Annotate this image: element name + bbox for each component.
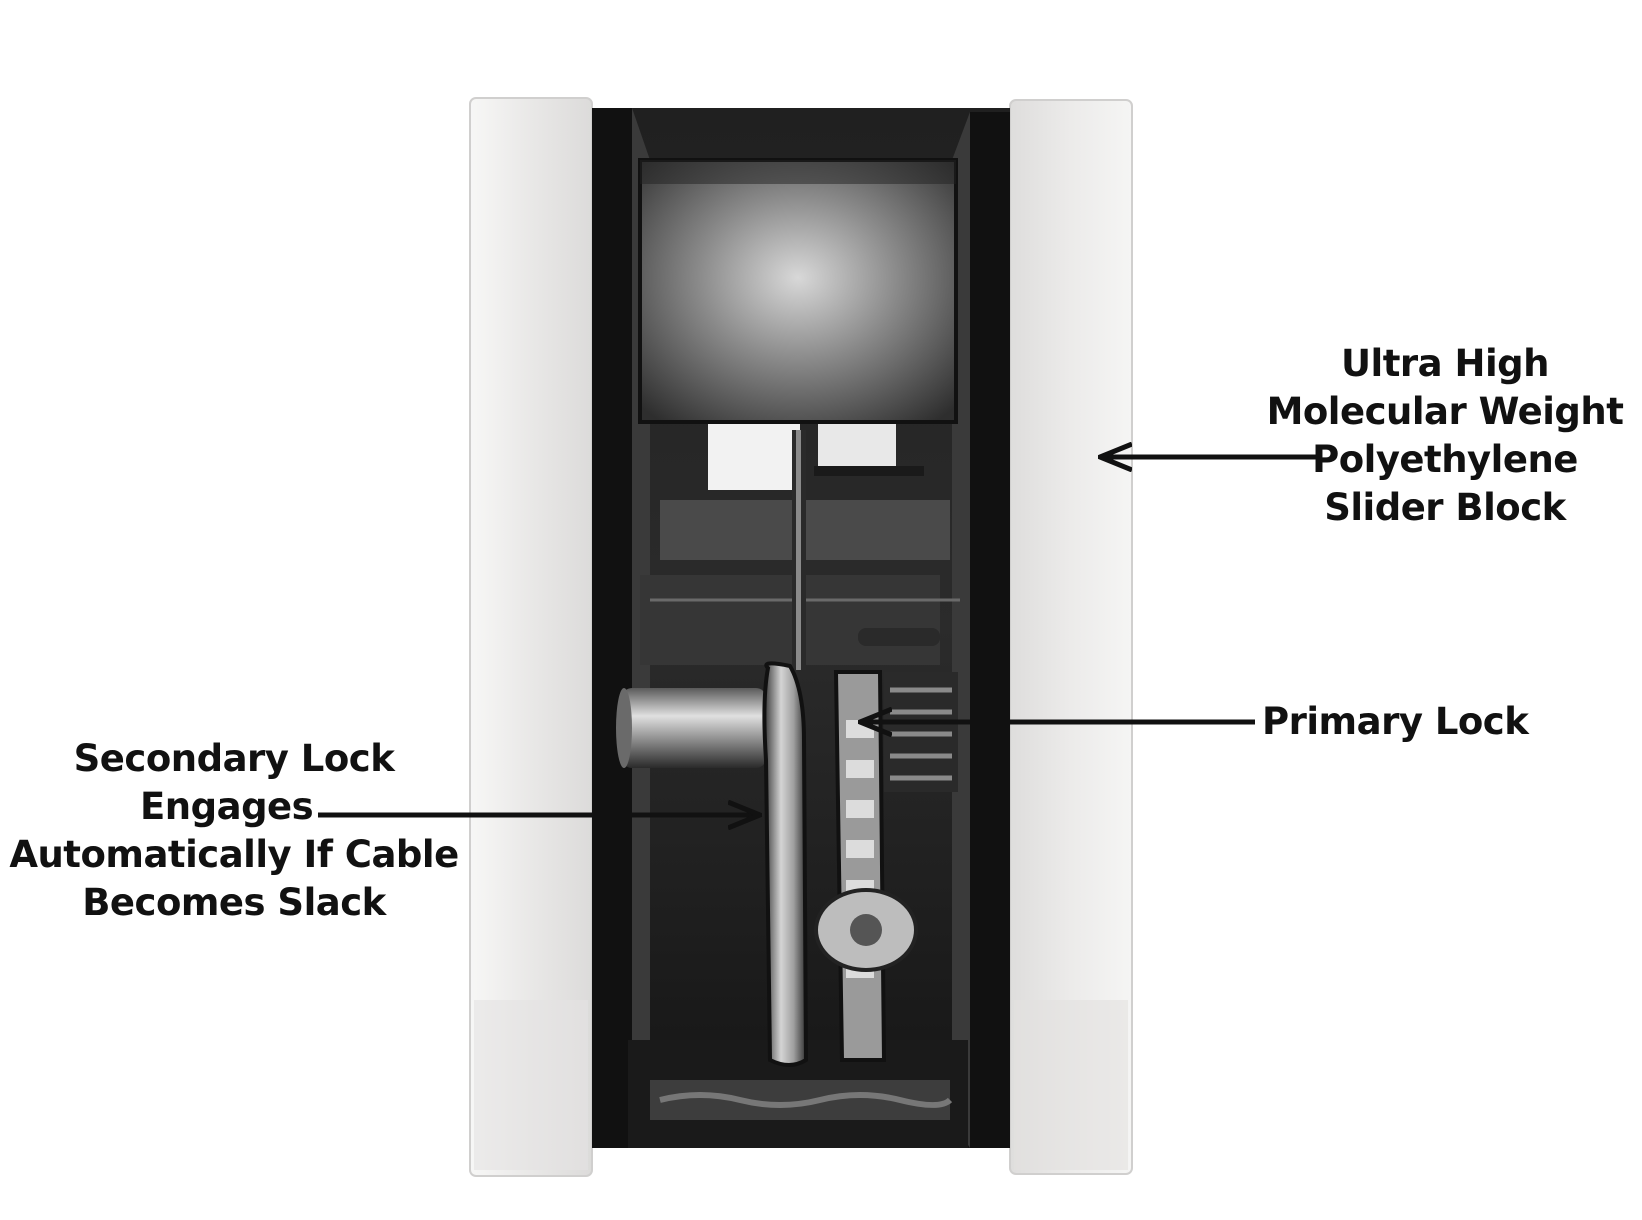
primary-lock-label: Primary Lock <box>1262 698 1562 746</box>
secondary-lock-pawl <box>762 661 809 1067</box>
secondary-lock-label: Secondary Lock Engages Automatically If … <box>0 735 468 927</box>
primary-lock-ratchet <box>814 670 918 1062</box>
carriage-frame <box>592 108 1010 1148</box>
secondary-lock-label-line-3: Automatically If Cable <box>9 833 459 876</box>
left-slider-block <box>469 97 593 1177</box>
right-slider-block <box>1009 99 1133 1175</box>
roller-pin <box>616 688 766 768</box>
cable-rod <box>792 430 940 670</box>
primary-lock-label-line-1: Primary Lock <box>1262 700 1529 743</box>
secondary-lock-label-line-1: Secondary Lock <box>73 737 395 780</box>
uhmw-label-line-4: Slider Block <box>1324 486 1566 529</box>
uhmw-slider-block-label: Ultra High Molecular Weight Polyethylene… <box>1250 340 1640 532</box>
spring-coil <box>884 672 958 792</box>
secondary-lock-label-line-2: Engages <box>140 785 314 828</box>
uhmw-label-line-3: Polyethylene <box>1312 438 1578 481</box>
secondary-lock-label-line-4: Becomes Slack <box>82 881 386 924</box>
uhmw-label-line-1: Ultra High <box>1341 342 1550 385</box>
uhmw-label-line-2: Molecular Weight <box>1266 390 1624 433</box>
